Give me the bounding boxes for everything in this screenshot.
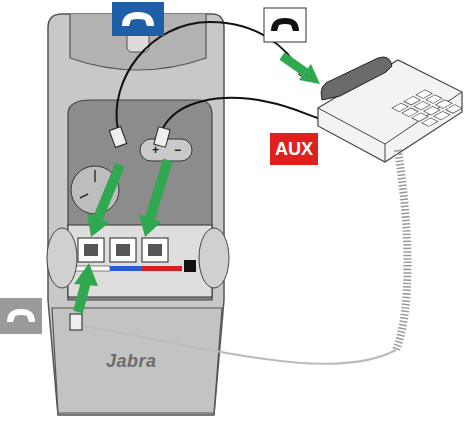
- telephone-icon-box: [112, 2, 164, 36]
- aux-cable: [162, 98, 332, 130]
- jack-opening: [116, 244, 130, 256]
- cable-plug: [109, 126, 126, 147]
- phone-keypad: [392, 90, 462, 127]
- color-bar-white: [74, 266, 110, 271]
- handset-symbol: [122, 12, 154, 26]
- arrow-head: [74, 263, 98, 286]
- arrow-head: [299, 64, 320, 84]
- green-arrow: [78, 282, 86, 312]
- phone-body: [318, 60, 462, 162]
- coiled-cord: [396, 150, 408, 350]
- dial-marks: [80, 170, 95, 198]
- insert-arrows: [74, 56, 320, 312]
- phone-handset: [321, 57, 392, 100]
- handset-symbol: [271, 18, 299, 31]
- handset-symbol: [7, 309, 35, 322]
- rear-compartment: [68, 100, 212, 300]
- side-hinge: [47, 228, 77, 288]
- color-bar-blue: [110, 266, 142, 271]
- base-body: [48, 14, 224, 415]
- green-arrow: [98, 165, 120, 218]
- cable-plug: [70, 314, 82, 330]
- green-arrow: [150, 160, 168, 218]
- aux-label-box: AUX: [270, 133, 318, 165]
- arrow-head: [87, 213, 109, 237]
- green-arrow: [282, 56, 305, 72]
- volume-minus: −: [174, 144, 181, 156]
- arrow-head: [139, 214, 161, 237]
- brand-logo: Jabra: [106, 352, 157, 370]
- handset-jack: [78, 238, 104, 262]
- handset-icon-box: [0, 298, 42, 334]
- desk-telephone: [299, 57, 462, 162]
- color-bar-red: [142, 266, 182, 271]
- side-hinge: [199, 228, 229, 288]
- aux-jack: [142, 238, 168, 262]
- phone-edges: [318, 92, 462, 162]
- jack-opening: [148, 244, 162, 256]
- node-text: AUX: [275, 139, 313, 160]
- base-unit: [47, 14, 229, 415]
- power-jack: [184, 260, 196, 272]
- bottom-cover: [52, 308, 222, 413]
- jack-opening: [84, 244, 98, 256]
- telephone-icon-box: [264, 8, 306, 42]
- telephone-jack: [110, 238, 136, 262]
- volume-plus: +: [152, 144, 159, 156]
